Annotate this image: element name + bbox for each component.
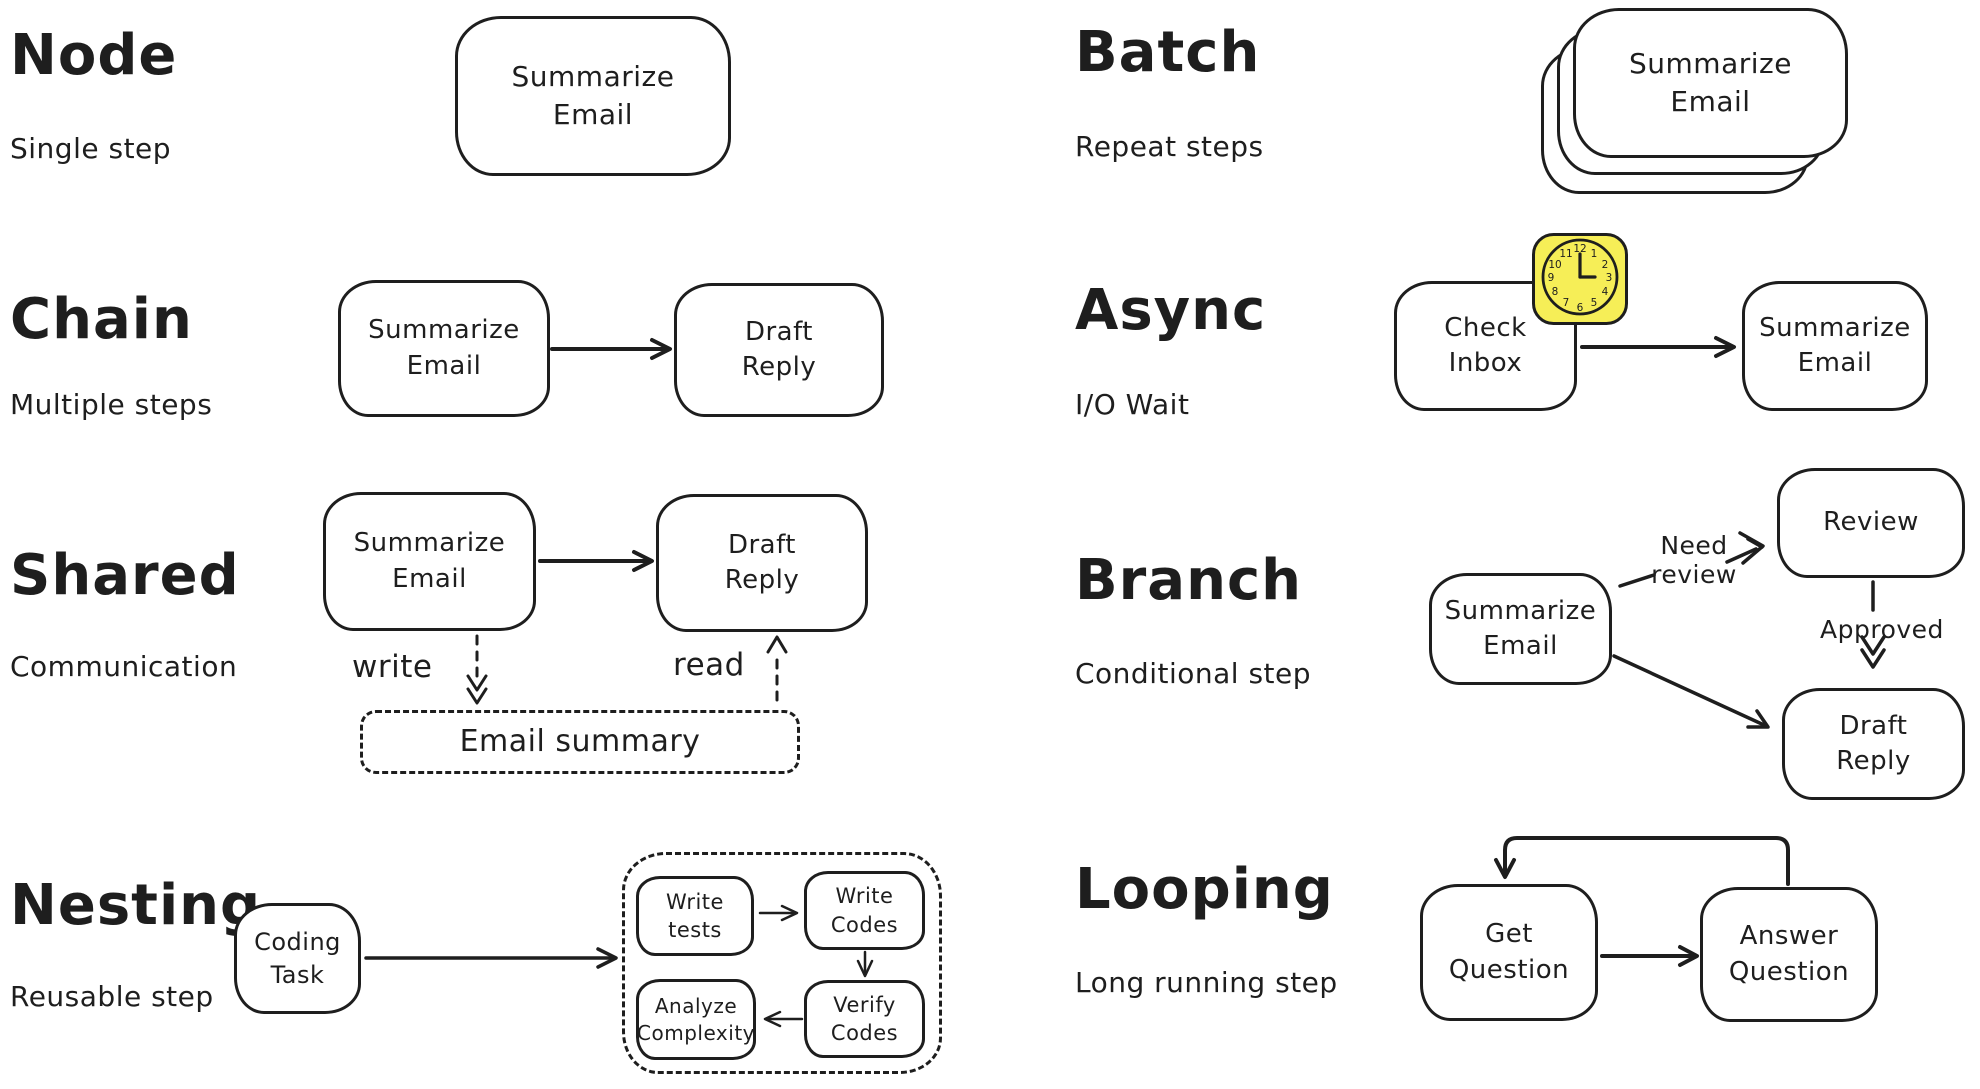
section-title-looping: Looping (1075, 857, 1334, 922)
clock-numbers: 12 1 2 3 4 5 6 7 8 9 10 11 (1548, 243, 1613, 314)
section-subtitle-branch: Conditional step (1075, 657, 1312, 690)
svg-text:3: 3 (1606, 272, 1613, 284)
nesting-box-analyze-complexity: Analyze Complexity (636, 979, 756, 1060)
svg-text:5: 5 (1591, 297, 1598, 309)
box-label: Email summary (459, 723, 701, 759)
nesting-box-write-codes: Write Codes (804, 871, 925, 950)
looping-box-get-question: Get Question (1420, 884, 1598, 1021)
box-label: Write tests (666, 889, 724, 942)
async-arrow (1580, 336, 1736, 358)
shared-read-label: read (673, 647, 745, 683)
svg-text:12: 12 (1573, 243, 1586, 255)
clock-body (1532, 233, 1628, 325)
looping-back-arrow (1494, 836, 1790, 886)
node-box-summarize-email: Summarize Email (455, 16, 731, 176)
box-label: Write Codes (830, 884, 899, 937)
section-title-async: Async (1075, 278, 1267, 343)
box-label: Answer Question (1728, 921, 1850, 987)
shared-box-draft-reply: Draft Reply (656, 494, 868, 632)
svg-text:6: 6 (1577, 302, 1584, 314)
shared-store-email-summary: Email summary (360, 710, 800, 774)
nesting-box-coding-task: Coding Task (234, 903, 361, 1014)
branch-need-review-arrow (1618, 531, 1765, 588)
box-label: Summarize Email (1629, 47, 1792, 118)
svg-text:4: 4 (1602, 286, 1609, 298)
section-subtitle-chain: Multiple steps (10, 388, 213, 421)
svg-text:7: 7 (1563, 297, 1570, 309)
svg-text:11: 11 (1559, 248, 1572, 260)
clock-hands (1578, 252, 1597, 279)
nesting-box-write-tests: Write tests (636, 876, 754, 956)
box-label: Summarize Email (1444, 595, 1597, 661)
section-title-nesting: Nesting (10, 873, 262, 938)
looping-box-answer-question: Answer Question (1700, 887, 1878, 1022)
branch-diagonal-arrow (1612, 654, 1770, 729)
branch-box-review: Review (1777, 468, 1965, 578)
box-label: Check Inbox (1444, 312, 1527, 378)
branch-need-review-label: Need review (1651, 531, 1737, 589)
branch-approved-label: Approved (1820, 615, 1944, 644)
async-box-check-inbox: Check Inbox (1394, 281, 1577, 411)
box-label: Analyze Complexity (637, 993, 755, 1045)
section-title-branch: Branch (1075, 548, 1303, 613)
section-subtitle-node: Single step (10, 132, 172, 165)
clock-face (1541, 238, 1619, 316)
branch-box-draft-reply: Draft Reply (1782, 688, 1965, 800)
svg-text:2: 2 (1602, 259, 1609, 271)
svg-text:10: 10 (1548, 259, 1561, 271)
box-label: Summarize Email (511, 60, 675, 131)
section-title-batch: Batch (1075, 20, 1261, 85)
chain-box-draft-reply: Draft Reply (674, 283, 884, 417)
box-label: Coding Task (254, 928, 341, 989)
batch-card-front-summarize-email: Summarize Email (1573, 8, 1848, 158)
section-title-node: Node (10, 23, 178, 88)
nesting-cluster (622, 852, 942, 1074)
box-label: Get Question (1448, 919, 1570, 985)
shared-write-label: write (352, 649, 433, 685)
nesting-box-verify-codes: Verify Codes (804, 980, 925, 1058)
clock-icon: 12 1 2 3 4 5 6 7 8 9 10 11 (1531, 232, 1629, 330)
chain-arrow (550, 338, 672, 360)
shared-read-arrow (766, 635, 788, 702)
svg-text:8: 8 (1552, 286, 1559, 298)
box-label: Draft Reply (741, 316, 817, 382)
box-label: Verify Codes (830, 992, 899, 1045)
box-label: Review (1823, 507, 1919, 538)
box-label: Summarize Email (368, 315, 520, 381)
box-label: Draft Reply (1836, 710, 1911, 776)
section-subtitle-async: I/O Wait (1075, 388, 1190, 421)
looping-forward-arrow (1600, 945, 1699, 967)
chain-box-summarize-email: Summarize Email (338, 280, 550, 417)
section-subtitle-shared: Communication (10, 650, 238, 683)
branch-approved-arrow (1860, 580, 1886, 669)
section-title-chain: Chain (10, 287, 193, 352)
nesting-inner-arrows (758, 904, 874, 1028)
section-title-shared: Shared (10, 543, 240, 608)
svg-text:1: 1 (1591, 248, 1598, 260)
shared-arrow (538, 550, 654, 572)
shared-write-arrow (466, 634, 488, 705)
box-label: Summarize Email (353, 528, 506, 594)
svg-text:9: 9 (1548, 272, 1555, 284)
async-box-summarize-email: Summarize Email (1742, 281, 1928, 411)
box-label: Draft Reply (724, 529, 800, 595)
box-label: Summarize Email (1759, 312, 1911, 378)
nesting-arrow (364, 947, 618, 969)
section-subtitle-batch: Repeat steps (1075, 130, 1264, 163)
shared-box-summarize-email: Summarize Email (323, 492, 536, 631)
section-subtitle-looping: Long running step (1075, 966, 1338, 999)
branch-box-summarize-email: Summarize Email (1429, 573, 1612, 685)
section-subtitle-nesting: Reusable step (10, 980, 214, 1013)
